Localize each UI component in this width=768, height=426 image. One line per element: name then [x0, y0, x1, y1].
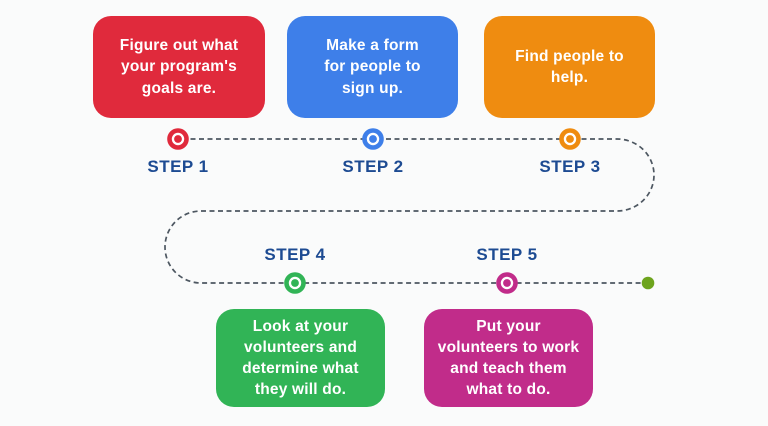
step-3-label: STEP 3: [539, 157, 601, 176]
step-5-marker-icon: [496, 272, 518, 294]
step-1-label: STEP 1: [147, 157, 209, 176]
step-5-label: STEP 5: [476, 245, 538, 264]
step-5-card: Put your volunteers to work and teach th…: [424, 309, 593, 407]
timeline-end-dot-icon: [641, 276, 655, 290]
step-3-card: Find people to help.: [484, 16, 655, 118]
step-3-marker-icon: [559, 128, 581, 150]
dashed-timeline-path: [164, 138, 655, 284]
step-2-card: Make a form for people to sign up.: [287, 16, 458, 118]
step-1-marker-icon: [167, 128, 189, 150]
step-2-marker-icon: [362, 128, 384, 150]
step-4-label: STEP 4: [264, 245, 326, 264]
step-2-label: STEP 2: [342, 157, 404, 176]
step-4-marker-icon: [284, 272, 306, 294]
step-1-card: Figure out what your program's goals are…: [93, 16, 265, 118]
step-4-card: Look at your volunteers and determine wh…: [216, 309, 385, 407]
